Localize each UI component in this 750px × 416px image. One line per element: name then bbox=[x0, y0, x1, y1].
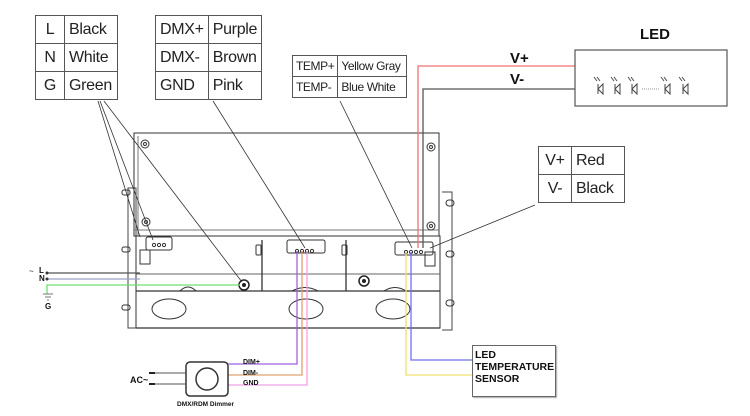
sensor-line: SENSOR bbox=[475, 373, 520, 385]
pin-cell: L bbox=[35, 15, 65, 44]
ground-screw bbox=[238, 279, 250, 291]
table-row: DMX+Purple bbox=[155, 15, 263, 44]
sensor-line: TEMPERATURE bbox=[475, 361, 555, 373]
color-cell: Blue White bbox=[337, 76, 408, 98]
chassis-screw bbox=[358, 275, 370, 287]
color-cell: Red bbox=[571, 146, 625, 175]
table-row: DMX-Brown bbox=[155, 43, 263, 72]
dim-gnd-label: GND bbox=[243, 380, 259, 387]
pin-cell: N bbox=[35, 43, 65, 72]
color-cell: Yellow Gray bbox=[337, 55, 408, 77]
output-table: V+Red V-Black bbox=[538, 146, 625, 203]
leader-lines bbox=[97, 100, 536, 283]
color-cell: White bbox=[64, 43, 118, 72]
table-row: V+Red bbox=[538, 146, 625, 175]
pin-cell: DMX- bbox=[155, 43, 209, 72]
temp-minus-wire bbox=[410, 252, 472, 361]
led-diode-icon bbox=[627, 76, 638, 96]
gnd-wire bbox=[228, 251, 308, 386]
led-temperature-sensor: LED TEMPERATURE SENSOR bbox=[472, 345, 556, 397]
led-diode-icon bbox=[610, 76, 621, 96]
pin-cell: G bbox=[35, 71, 65, 100]
color-cell: Pink bbox=[207, 71, 263, 100]
temp-table: TEMP+Yellow Gray TEMP-Blue White bbox=[291, 55, 408, 98]
led-diode-icon bbox=[660, 76, 671, 96]
sensor-line: LED bbox=[475, 349, 496, 361]
ac-connector bbox=[145, 236, 173, 251]
ground-icon bbox=[43, 293, 53, 301]
v-plus-wire bbox=[417, 65, 575, 248]
led-diode-icon bbox=[593, 76, 604, 96]
driver-housing bbox=[121, 132, 455, 331]
dmx-minus-wire bbox=[228, 251, 303, 376]
l-terminal-label: L bbox=[39, 266, 44, 275]
v-minus-label: V- bbox=[510, 71, 525, 88]
dim-minus-label: DIM- bbox=[243, 370, 259, 377]
pin-cell: V- bbox=[538, 174, 572, 203]
dimmer-ac-label: AC~ bbox=[130, 375, 149, 385]
dmx-connector bbox=[286, 239, 326, 254]
table-row: V-Black bbox=[538, 174, 625, 203]
color-cell: Purple bbox=[207, 15, 263, 44]
color-cell: Black bbox=[64, 15, 118, 44]
pin-cell: TEMP+ bbox=[291, 55, 339, 77]
v-plus-label: V+ bbox=[510, 50, 529, 67]
pin-cell: GND bbox=[155, 71, 209, 100]
led-module bbox=[574, 49, 728, 107]
temp-output-connector bbox=[394, 241, 434, 256]
led-title: LED bbox=[640, 26, 670, 43]
ac-symbol: ~ bbox=[29, 267, 34, 276]
dmx-dimmer bbox=[149, 361, 229, 397]
n-terminal-label: N bbox=[39, 274, 45, 283]
temp-plus-wire bbox=[405, 252, 472, 376]
color-cell: Green bbox=[64, 71, 118, 100]
color-cell: Brown bbox=[207, 43, 263, 72]
table-row: TEMP+Yellow Gray bbox=[291, 55, 408, 77]
pin-cell: V+ bbox=[538, 146, 572, 175]
g-terminal-label: G bbox=[45, 302, 52, 311]
color-cell: Black bbox=[571, 174, 625, 203]
table-row: TEMP-Blue White bbox=[291, 76, 408, 98]
ac-terminals bbox=[43, 271, 53, 301]
dmx-plus-wire bbox=[228, 251, 298, 365]
dimmer-name: DMX/RDM Dimmer bbox=[177, 401, 235, 408]
dim-plus-label: DIM+ bbox=[243, 359, 260, 366]
led-diode-icon bbox=[678, 76, 689, 96]
pin-cell: DMX+ bbox=[155, 15, 209, 44]
ground-wire bbox=[46, 284, 240, 294]
pin-cell: TEMP- bbox=[291, 76, 339, 98]
